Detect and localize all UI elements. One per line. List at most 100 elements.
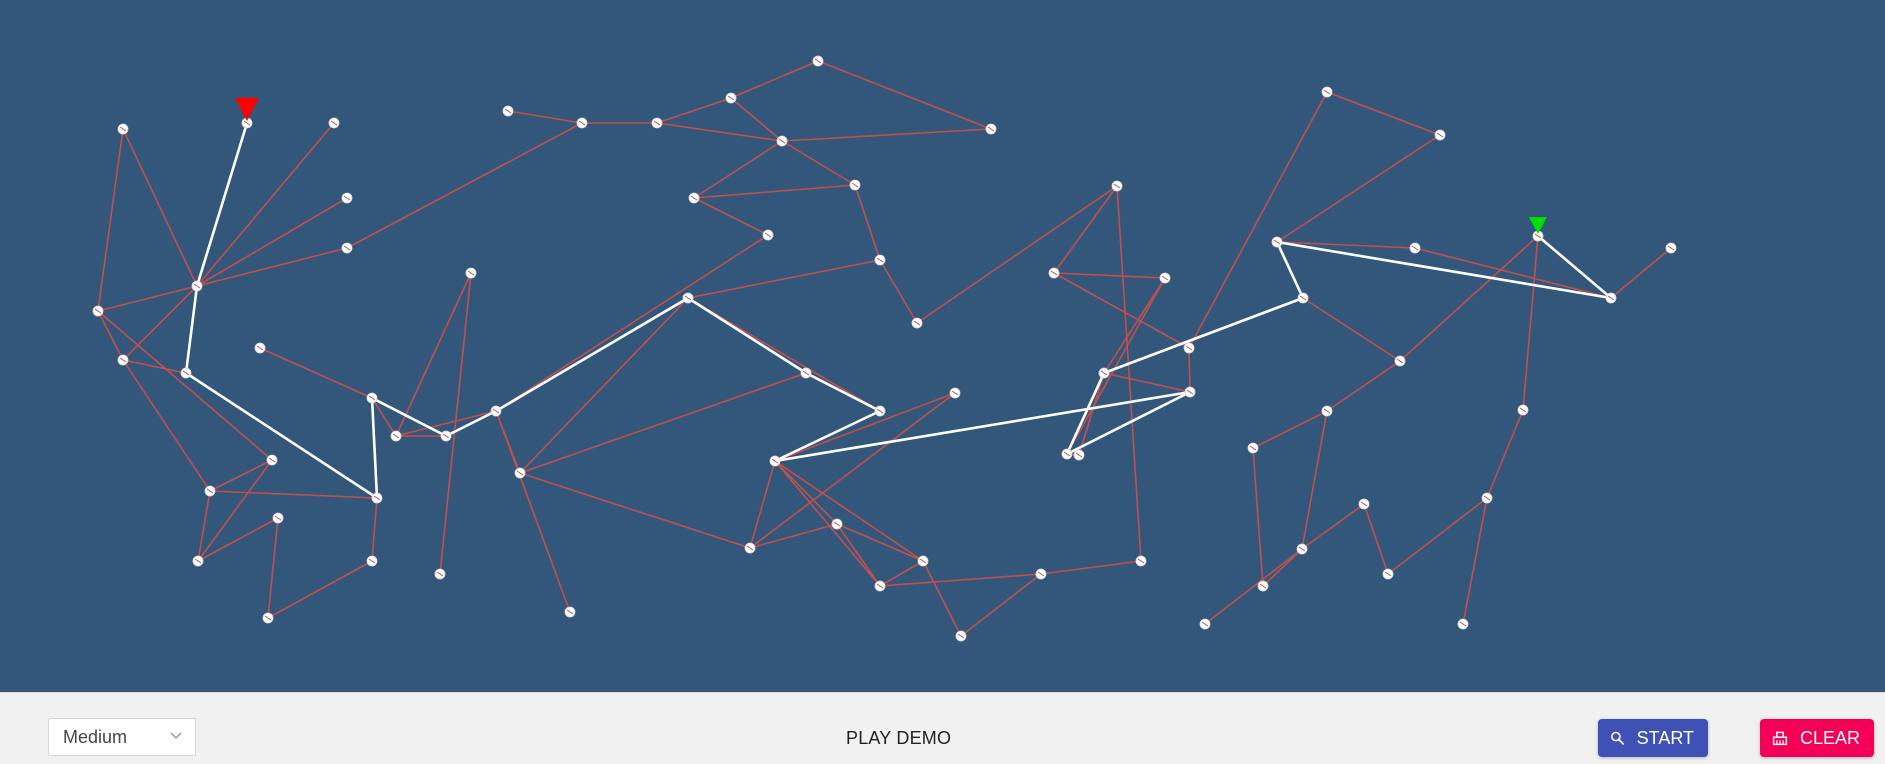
graph-node[interactable]	[1665, 242, 1677, 254]
graph-node[interactable]	[341, 192, 353, 204]
graph-node[interactable]	[1409, 242, 1421, 254]
graph-node[interactable]	[1321, 86, 1333, 98]
start-button-label: START	[1636, 727, 1694, 748]
graph-canvas[interactable]	[0, 0, 1885, 692]
graph-node[interactable]	[272, 512, 284, 524]
graph-node[interactable]	[776, 135, 788, 147]
graph-node[interactable]	[1257, 580, 1269, 592]
graph-node[interactable]	[1035, 568, 1047, 580]
graph-node[interactable]	[1394, 355, 1406, 367]
graph-node[interactable]	[725, 92, 737, 104]
graph-node[interactable]	[1247, 442, 1259, 454]
search-icon	[1611, 731, 1625, 745]
difficulty-select[interactable]: Medium	[48, 718, 196, 756]
graph-edge	[1387, 497, 1488, 575]
graph-node[interactable]	[366, 555, 378, 567]
graph-node[interactable]	[117, 354, 129, 366]
graph-edge	[395, 272, 472, 437]
graph-node[interactable]	[985, 123, 997, 135]
graph-node[interactable]	[651, 117, 663, 129]
graph-svg[interactable]	[0, 0, 1885, 692]
clear-button[interactable]: CLEAR	[1760, 719, 1874, 757]
graph-node[interactable]	[204, 485, 216, 497]
graph-node[interactable]	[1321, 405, 1333, 417]
graph-edge	[1188, 91, 1328, 349]
graph-node[interactable]	[1271, 236, 1283, 248]
graph-node[interactable]	[1434, 129, 1446, 141]
graph-node[interactable]	[1135, 555, 1147, 567]
graph-node[interactable]	[490, 405, 502, 417]
graph-node[interactable]	[955, 630, 967, 642]
graph-node[interactable]	[1073, 449, 1085, 461]
graph-edge	[1204, 548, 1303, 625]
graph-node[interactable]	[1098, 367, 1110, 379]
graph-edge	[495, 410, 521, 474]
graph-node[interactable]	[328, 117, 340, 129]
graph-node[interactable]	[949, 387, 961, 399]
graph-edge	[1301, 503, 1365, 550]
graph-node[interactable]	[1048, 267, 1060, 279]
graph-node[interactable]	[1358, 498, 1370, 510]
graph-node[interactable]	[911, 317, 923, 329]
graph-node[interactable]	[434, 568, 446, 580]
graph-node[interactable]	[682, 292, 694, 304]
graph-node[interactable]	[371, 492, 383, 504]
graph-node[interactable]	[874, 254, 886, 266]
graph-node[interactable]	[1296, 543, 1308, 555]
graph-node[interactable]	[849, 179, 861, 191]
graph-node[interactable]	[812, 55, 824, 67]
start-button[interactable]: START	[1598, 719, 1708, 757]
graph-node[interactable]	[1061, 448, 1073, 460]
path-edge	[1065, 371, 1106, 456]
graph-edge	[1462, 497, 1488, 625]
graph-node[interactable]	[688, 192, 700, 204]
graph-edge	[197, 490, 211, 562]
graph-node[interactable]	[254, 342, 266, 354]
graph-node[interactable]	[1457, 618, 1469, 630]
graph-edge	[395, 410, 497, 437]
graph-node[interactable]	[1183, 342, 1195, 354]
graph-node[interactable]	[390, 430, 402, 442]
graph-node[interactable]	[874, 405, 886, 417]
graph-node[interactable]	[502, 105, 514, 117]
graph-node[interactable]	[192, 555, 204, 567]
graph-node[interactable]	[191, 280, 203, 292]
graph-node[interactable]	[1297, 292, 1309, 304]
path-edge	[773, 390, 1192, 463]
play-demo-link[interactable]: PLAY DEMO	[846, 728, 952, 748]
graph-node[interactable]	[1517, 404, 1529, 416]
graph-node[interactable]	[564, 606, 576, 618]
graph-edge	[1053, 272, 1190, 349]
graph-node[interactable]	[1382, 568, 1394, 580]
graph-node[interactable]	[92, 305, 104, 317]
graph-edge	[519, 372, 807, 474]
graph-edge	[879, 560, 924, 587]
graph-node[interactable]	[917, 555, 929, 567]
graph-node[interactable]	[180, 367, 192, 379]
graph-node[interactable]	[1111, 180, 1123, 192]
graph-node[interactable]	[762, 229, 774, 241]
graph-node[interactable]	[262, 612, 274, 624]
graph-node[interactable]	[465, 267, 477, 279]
graph-node[interactable]	[576, 117, 588, 129]
graph-node[interactable]	[1199, 618, 1211, 630]
graph-node[interactable]	[1184, 386, 1196, 398]
graph-edge	[519, 472, 751, 549]
graph-node[interactable]	[1481, 492, 1493, 504]
graph-node[interactable]	[831, 518, 843, 530]
graph-nodes[interactable]	[92, 55, 1677, 642]
graph-node[interactable]	[1159, 272, 1171, 284]
graph-node[interactable]	[514, 467, 526, 479]
graph-node[interactable]	[366, 392, 378, 404]
path-edge	[184, 284, 199, 375]
graph-node[interactable]	[874, 580, 886, 592]
graph-node[interactable]	[800, 367, 812, 379]
graph-node[interactable]	[440, 430, 452, 442]
graph-node[interactable]	[266, 454, 278, 466]
path-edge	[1065, 390, 1192, 456]
graph-node[interactable]	[341, 242, 353, 254]
graph-node[interactable]	[117, 123, 129, 135]
graph-node[interactable]	[769, 455, 781, 467]
graph-node[interactable]	[744, 542, 756, 554]
graph-node[interactable]	[1605, 292, 1617, 304]
